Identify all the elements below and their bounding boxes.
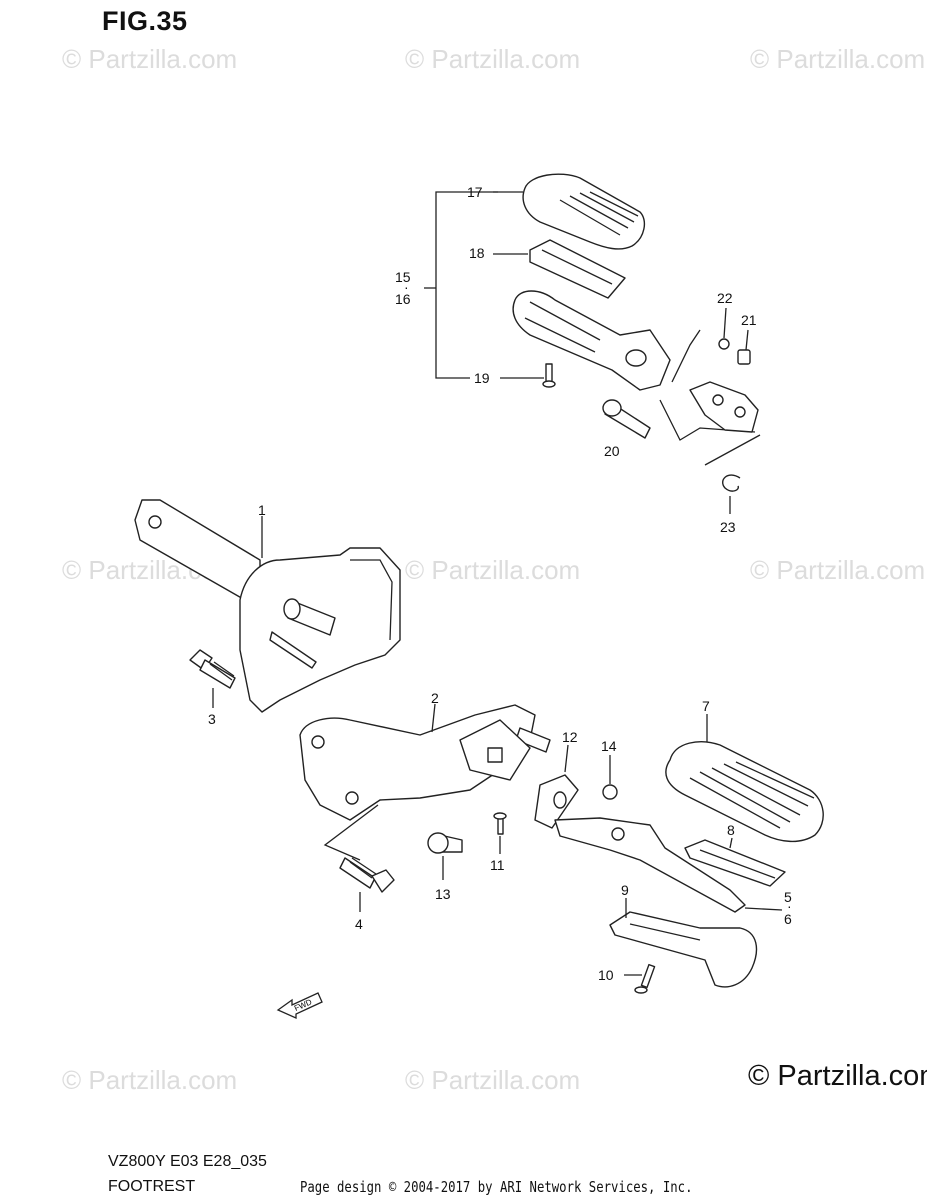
callout-20: 20 bbox=[604, 443, 620, 459]
callout-7: 7 bbox=[702, 698, 710, 714]
watermark: © Partzilla.com bbox=[405, 555, 581, 585]
bracket-part-2 bbox=[299, 704, 551, 821]
callout-9: 9 bbox=[621, 882, 629, 898]
callout-19: 19 bbox=[474, 370, 490, 386]
callout-23: 23 bbox=[720, 519, 736, 535]
rubber-part-17 bbox=[522, 173, 646, 250]
bolt-part-3 bbox=[189, 649, 236, 689]
leader-21 bbox=[745, 329, 749, 351]
connector-line bbox=[704, 434, 761, 466]
plate-part-8 bbox=[684, 839, 786, 887]
watermark: © Partzilla.com bbox=[750, 44, 926, 74]
callout-8: 8 bbox=[727, 822, 735, 838]
pin-part-13 bbox=[427, 832, 463, 854]
leader-2 bbox=[431, 703, 436, 733]
bracket-right-upper bbox=[689, 381, 759, 433]
section-name: FOOTREST bbox=[108, 1178, 196, 1195]
bracket-part-12 bbox=[534, 774, 579, 829]
leader-8 bbox=[729, 837, 733, 849]
clip-part-23 bbox=[722, 474, 741, 492]
callout-2: 2 bbox=[431, 690, 439, 706]
callout-dot: · bbox=[404, 279, 409, 295]
leader-12 bbox=[564, 744, 569, 773]
callout-6: 6 bbox=[784, 911, 792, 927]
callout-15: 15 bbox=[395, 269, 411, 285]
callout-13: 13 bbox=[435, 886, 451, 902]
callout-16: 16 bbox=[395, 291, 411, 307]
callout-22: 22 bbox=[717, 290, 733, 306]
callout-12: 12 bbox=[562, 729, 578, 745]
watermark-large: © Partzilla.com bbox=[748, 1060, 927, 1092]
leader-5 bbox=[744, 907, 783, 911]
footrest-arm-part-5-6 bbox=[554, 817, 746, 913]
callout-1: 1 bbox=[258, 502, 266, 518]
watermark: © Partzilla.com bbox=[62, 1065, 238, 1095]
figure-title: FIG.35 bbox=[102, 6, 188, 36]
plate-part-18 bbox=[529, 239, 626, 299]
footrest-body-15-16 bbox=[512, 290, 671, 391]
callout-17: 17 bbox=[467, 184, 483, 200]
callout-5: 5 bbox=[784, 889, 792, 905]
bolt-part-4 bbox=[339, 857, 395, 893]
connector-line bbox=[671, 329, 701, 383]
screw-part-10 bbox=[634, 963, 656, 994]
spring-part-21 bbox=[737, 349, 751, 365]
watermark: © Partzilla.com bbox=[405, 44, 581, 74]
watermark: © Partzilla.com bbox=[405, 1065, 581, 1095]
callout-4: 4 bbox=[355, 916, 363, 932]
plate-part-9 bbox=[609, 911, 758, 988]
screw-part-19 bbox=[542, 363, 556, 388]
connector-line bbox=[323, 804, 379, 861]
callout-10: 10 bbox=[598, 967, 614, 983]
pin-part-20 bbox=[602, 399, 651, 439]
leader-22 bbox=[723, 307, 727, 339]
rubber-part-7 bbox=[665, 741, 824, 843]
ball-part-22 bbox=[718, 338, 730, 350]
callout-14: 14 bbox=[601, 738, 617, 754]
pin-part-11 bbox=[493, 812, 507, 835]
watermark: © Partzilla.com bbox=[750, 555, 926, 585]
copyright-notice: Page design © 2004-2017 by ARI Network S… bbox=[300, 1178, 693, 1196]
forward-arrow-icon: FWD bbox=[276, 992, 323, 1020]
bracket-part-1 bbox=[134, 499, 401, 713]
model-code: VZ800Y E03 E28_035 bbox=[108, 1153, 267, 1170]
group-bracket bbox=[435, 191, 498, 379]
washer-part-14 bbox=[602, 784, 618, 800]
callout-18: 18 bbox=[469, 245, 485, 261]
callout-dot: · bbox=[787, 898, 792, 914]
callout-21: 21 bbox=[741, 312, 757, 328]
watermark: © Partzilla.com bbox=[62, 44, 238, 74]
callout-11: 11 bbox=[490, 857, 505, 873]
callout-3: 3 bbox=[208, 711, 216, 727]
